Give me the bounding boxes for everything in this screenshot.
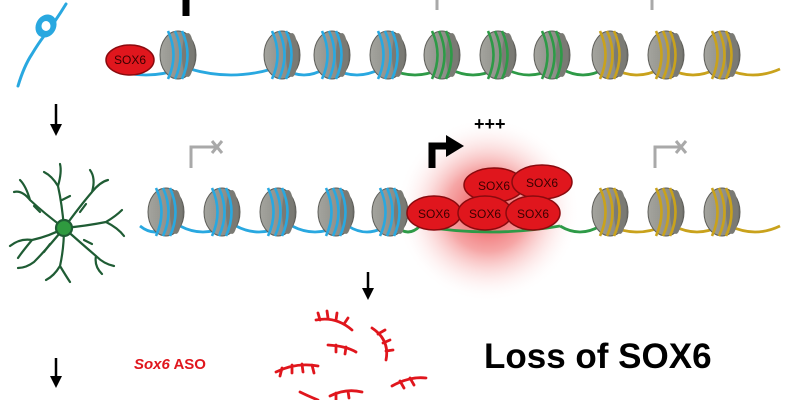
- nucleosome: [591, 30, 629, 80]
- svg-text:SOX6: SOX6: [517, 207, 549, 221]
- nucleosome: [703, 187, 741, 237]
- dna-segment: [189, 67, 273, 77]
- nucleosome: [591, 187, 629, 237]
- nucleosome: [533, 30, 571, 80]
- svg-text:SOX6: SOX6: [418, 207, 450, 221]
- tss-arrow-icon: [428, 135, 464, 168]
- neuron-icon: [16, 2, 68, 88]
- nucleosome: [647, 187, 685, 237]
- nucleosome: [647, 30, 685, 80]
- dna-segment: [729, 224, 781, 234]
- nucleosomes-row-1: [159, 30, 741, 80]
- nucleosomes-row-2: [147, 187, 741, 237]
- activity-mark: +++: [474, 114, 506, 134]
- svg-text:SOX6: SOX6: [114, 53, 146, 67]
- nucleosome: [371, 187, 409, 237]
- chromatin-row-2: +++ SOX6 SOX6 SOX6 SOX6 SOX6: [139, 114, 781, 302]
- sox6-protein: SOX6: [105, 44, 155, 76]
- nucleosome: [203, 187, 241, 237]
- inactive-tss-icon: [435, 0, 654, 10]
- astrocyte-icon: [8, 162, 126, 284]
- inactive-tss-icon: [189, 140, 688, 168]
- nucleosome: [147, 187, 185, 237]
- nucleosome: [479, 30, 517, 80]
- nucleosome: [259, 187, 297, 237]
- aso-label: Sox6 ASO: [134, 356, 206, 373]
- down-arrow-2: [50, 358, 62, 388]
- nucleosome: [317, 187, 355, 237]
- svg-text:SOX6: SOX6: [469, 207, 501, 221]
- nucleosome: [369, 30, 407, 80]
- nucleosome: [159, 30, 197, 80]
- loss-of-sox6-label: Loss of SOX6: [484, 337, 712, 376]
- nucleosome: [313, 30, 351, 80]
- nucleosome: [703, 30, 741, 80]
- chromatin-row-1: SOX6: [105, 0, 781, 80]
- down-arrow-3: [362, 272, 374, 300]
- svg-text:SOX6: SOX6: [526, 176, 558, 190]
- svg-text:SOX6: SOX6: [478, 179, 510, 193]
- nucleosome: [263, 30, 301, 80]
- sox6-cluster: SOX6 SOX6 SOX6 SOX6 SOX6: [406, 164, 573, 231]
- aso-strand-icon: [274, 309, 428, 402]
- down-arrow-1: [50, 104, 62, 136]
- nucleosome: [423, 30, 461, 80]
